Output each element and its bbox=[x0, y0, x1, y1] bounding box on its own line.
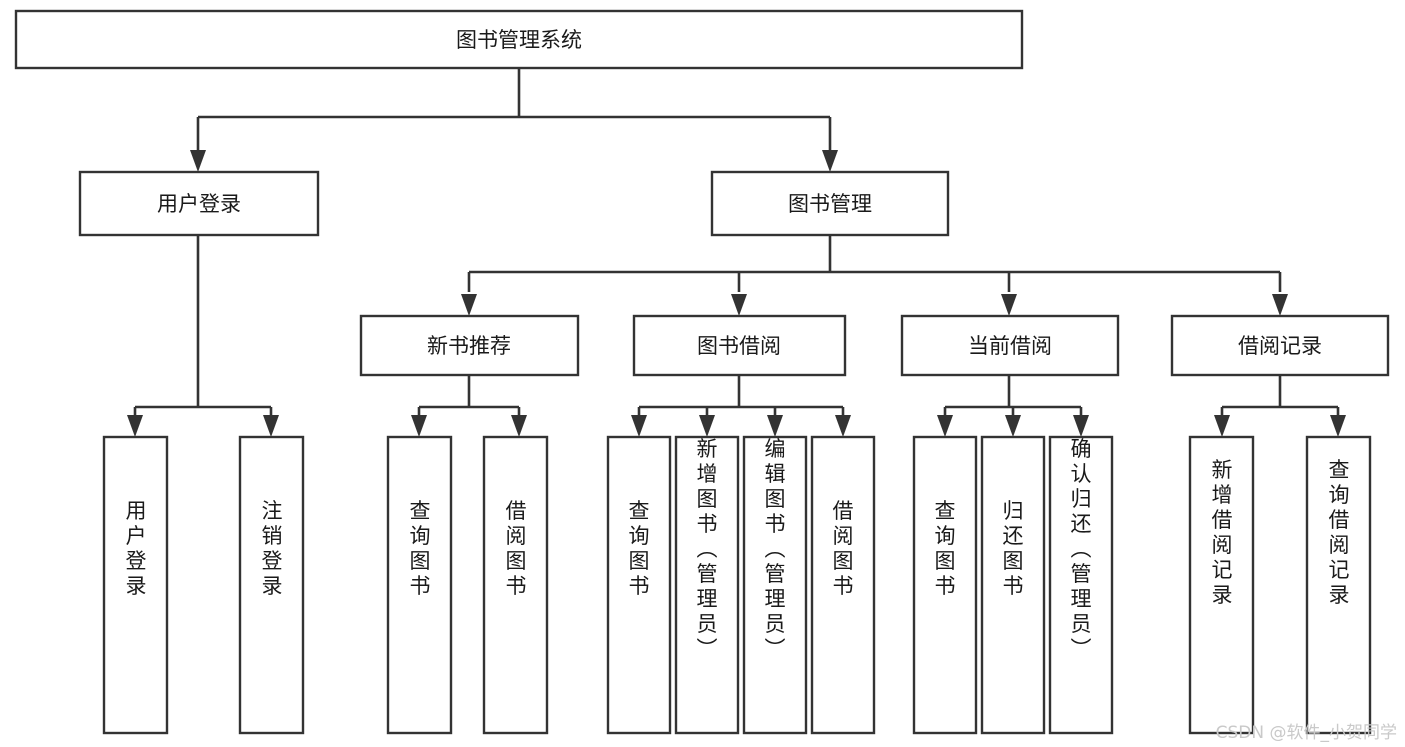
node-current-borrow-label: 当前借阅 bbox=[968, 334, 1052, 358]
node-leaf-bb-edit-book-label: 编辑图书︵管理员︶ bbox=[765, 437, 786, 661]
node-new-book-recommend[interactable]: 新书推荐 bbox=[359, 314, 580, 377]
node-borrow-record[interactable]: 借阅记录 bbox=[1170, 314, 1390, 377]
node-leaf-cb-return-book-label: 归还图书 bbox=[1003, 499, 1024, 598]
arrow-to-bb-leaf-4 bbox=[835, 415, 851, 437]
node-book-borrow-label: 图书借阅 bbox=[697, 334, 781, 358]
arrow-to-book-borrow bbox=[731, 294, 747, 316]
node-new-book-recommend-box bbox=[359, 314, 580, 377]
node-leaf-bb-edit-book[interactable]: 编辑图书︵管理员︶ bbox=[742, 435, 808, 735]
node-book-borrow-box bbox=[632, 314, 847, 377]
node-leaf-nbr-query-book-box bbox=[386, 435, 453, 735]
node-user-login-label: 用户登录 bbox=[157, 192, 241, 216]
node-leaf-cb-return-book[interactable]: 归还图书 bbox=[980, 435, 1046, 735]
connector-layer bbox=[127, 68, 1346, 437]
node-leaf-logout-box bbox=[238, 435, 305, 735]
arrow-to-book-manage bbox=[822, 150, 838, 172]
arrow-to-new-book-recommend bbox=[461, 294, 477, 316]
node-leaf-bb-edit-book-box bbox=[742, 435, 808, 735]
arrow-to-leaf-logout bbox=[263, 415, 279, 437]
node-leaf-cb-confirm-return-box bbox=[1048, 435, 1114, 735]
node-leaf-nbr-borrow-book[interactable]: 借阅图书 bbox=[482, 435, 549, 735]
node-leaf-cb-return-book-box bbox=[980, 435, 1046, 735]
node-leaf-cb-confirm-return[interactable]: 确认归还︵管理员︶ bbox=[1048, 435, 1114, 735]
node-leaf-nbr-borrow-book-label: 借阅图书 bbox=[506, 499, 527, 598]
node-user-login-box bbox=[78, 170, 320, 237]
arrow-to-bb-leaf-1 bbox=[631, 415, 647, 437]
node-book-borrow[interactable]: 图书借阅 bbox=[632, 314, 847, 377]
node-leaf-bb-borrow-book-label: 借阅图书 bbox=[833, 499, 854, 598]
node-leaf-user-login-label: 用户登录 bbox=[126, 499, 147, 598]
node-leaf-nbr-borrow-book-box bbox=[482, 435, 549, 735]
node-leaf-br-add-record-box bbox=[1188, 435, 1255, 735]
arrow-to-br-leaf-2 bbox=[1330, 415, 1346, 437]
node-leaf-logout[interactable]: 注销登录 bbox=[238, 435, 305, 735]
node-leaf-br-query-record-label: 查询借阅记录 bbox=[1329, 458, 1350, 607]
node-leaf-user-login[interactable]: 用户登录 bbox=[102, 435, 169, 735]
node-leaf-cb-query-book-box bbox=[912, 435, 978, 735]
node-new-book-recommend-label: 新书推荐 bbox=[427, 334, 511, 358]
arrow-to-bb-leaf-2 bbox=[699, 415, 715, 437]
node-leaf-bb-query-book[interactable]: 查询图书 bbox=[606, 435, 672, 735]
arrow-to-borrow-record bbox=[1272, 294, 1288, 316]
arrow-to-br-leaf-1 bbox=[1214, 415, 1230, 437]
node-leaf-bb-borrow-book[interactable]: 借阅图书 bbox=[810, 435, 876, 735]
node-leaf-cb-confirm-return-label: 确认归还︵管理员︶ bbox=[1071, 437, 1092, 661]
node-leaf-cb-query-book[interactable]: 查询图书 bbox=[912, 435, 978, 735]
node-leaf-nbr-query-book[interactable]: 查询图书 bbox=[386, 435, 453, 735]
node-root-book-management-system[interactable]: 图书管理系统 bbox=[14, 9, 1024, 70]
node-user-login[interactable]: 用户登录 bbox=[78, 170, 320, 237]
node-current-borrow[interactable]: 当前借阅 bbox=[900, 314, 1120, 377]
node-leaf-bb-add-book-box bbox=[674, 435, 740, 735]
node-leaf-nbr-query-book-label: 查询图书 bbox=[410, 499, 431, 598]
node-leaf-bb-add-book-label: 新增图书︵管理员︶ bbox=[697, 437, 718, 661]
node-current-borrow-box bbox=[900, 314, 1120, 377]
node-leaf-br-add-record-label: 新增借阅记录 bbox=[1212, 458, 1233, 607]
arrow-to-user-login bbox=[190, 150, 206, 172]
node-leaf-logout-label: 注销登录 bbox=[262, 499, 283, 598]
node-book-management[interactable]: 图书管理 bbox=[710, 170, 950, 237]
node-book-management-label: 图书管理 bbox=[788, 192, 872, 216]
arrow-to-current-borrow bbox=[1001, 294, 1017, 316]
node-root-box bbox=[14, 9, 1024, 70]
arrow-to-bb-leaf-3 bbox=[767, 415, 783, 437]
arrow-to-nbr-leaf-2 bbox=[511, 415, 527, 437]
node-leaf-bb-borrow-book-box bbox=[810, 435, 876, 735]
node-leaf-br-add-record[interactable]: 新增借阅记录 bbox=[1188, 435, 1255, 735]
node-borrow-record-label: 借阅记录 bbox=[1238, 334, 1322, 358]
arrow-to-cb-leaf-2 bbox=[1005, 415, 1021, 437]
arrow-to-cb-leaf-3 bbox=[1073, 415, 1089, 437]
node-leaf-user-login-box bbox=[102, 435, 169, 735]
node-book-management-box bbox=[710, 170, 950, 237]
arrow-to-leaf-user-login bbox=[127, 415, 143, 437]
node-borrow-record-box bbox=[1170, 314, 1390, 377]
node-leaf-bb-add-book[interactable]: 新增图书︵管理员︶ bbox=[674, 435, 740, 735]
arrow-to-cb-leaf-1 bbox=[937, 415, 953, 437]
node-root-label: 图书管理系统 bbox=[456, 28, 582, 52]
node-leaf-bb-query-book-box bbox=[606, 435, 672, 735]
node-leaf-bb-query-book-label: 查询图书 bbox=[629, 499, 650, 598]
node-leaf-br-query-record[interactable]: 查询借阅记录 bbox=[1305, 435, 1372, 735]
csdn-watermark: CSDN @软件_小贺同学 bbox=[1215, 723, 1397, 743]
node-leaf-cb-query-book-label: 查询图书 bbox=[935, 499, 956, 598]
node-leaf-br-query-record-box bbox=[1305, 435, 1372, 735]
arrow-to-nbr-leaf-1 bbox=[411, 415, 427, 437]
